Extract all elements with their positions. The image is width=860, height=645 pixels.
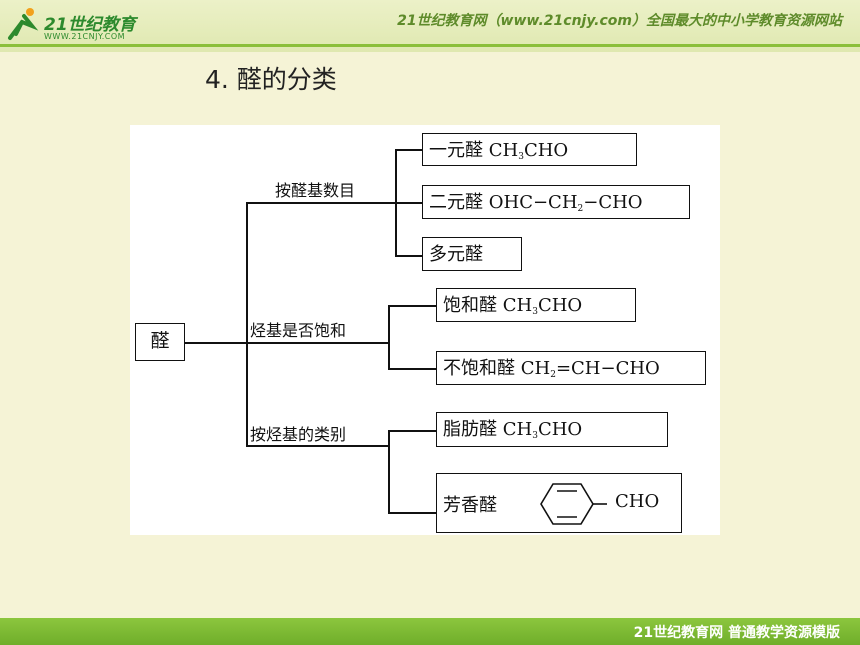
fork-1-tick-2 [395,202,422,204]
formula-part: −CHO [583,192,643,213]
formula-subscript: 3 [532,431,538,441]
formula-part: CH [520,358,551,379]
fork-1-tick-1 [395,149,422,151]
leaf-dialdehyde-formula: OHC−CH2−CHO [488,192,643,214]
leaf-aliphatic-aldehyde-name: 脂肪醛 [443,419,497,440]
header-rule [0,44,860,47]
header-title: 21世纪教育网（www.21cnjy.com）全国最大的中小学教育资源网站 [397,13,842,29]
leaf-aliphatic-aldehyde-formula: CH3CHO [502,419,583,441]
branch-line-1 [246,202,396,204]
leaf-dialdehyde: 二元醛 OHC−CH2−CHO [422,185,690,219]
benzene-ring-icon [540,483,607,525]
leaf-polyaldehyde: 多元醛 [422,237,522,271]
footer-text: 21世纪教育网 普通教学资源模版 [633,625,840,641]
leaf-saturated-aldehyde-formula: CH3CHO [502,295,583,317]
branch-label-hydrocarbon-type: 按烃基的类别 [250,425,347,444]
formula-part: CHO [537,295,583,316]
branch-line-3 [246,445,388,447]
leaf-dialdehyde-name: 二元醛 [429,192,483,213]
leaf-unsaturated-aldehyde-formula: CH2=CH−CHO [520,358,660,380]
leaf-monoaldehyde-name: 一元醛 [429,140,483,161]
root-connector [185,342,247,344]
fork-3-tick-2 [388,512,436,514]
leaf-unsaturated-aldehyde: 不饱和醛 CH2=CH−CHO [436,351,706,385]
formula-subscript: 3 [518,152,524,162]
leaf-saturated-aldehyde-name: 饱和醛 [443,295,497,316]
main-trunk [246,202,248,445]
fork-1-stub [380,202,396,204]
page-footer: 21世纪教育网 普通教学资源模版 [0,618,860,645]
formula-subscript: 2 [550,370,556,380]
formula-part: CHO [537,419,583,440]
formula-part: CH [502,419,533,440]
root-node: 醛 [135,323,185,361]
fork-2-tick-2 [388,368,436,370]
leaf-unsaturated-aldehyde-name: 不饱和醛 [443,358,515,379]
logo-subtitle: WWW.21CNJY.COM [44,32,126,41]
leaf-aromatic-aldehyde: 芳香醛 CHO [436,473,682,533]
fork-1-tick-3 [395,255,422,257]
runner-logo-icon [8,8,39,40]
slide-title: 4. 醛的分类 [205,65,337,94]
formula-subscript: 3 [532,307,538,317]
formula-part: =CH−CHO [555,358,660,379]
leaf-saturated-aldehyde: 饱和醛 CH3CHO [436,288,636,322]
formula-part: CH [502,295,533,316]
leaf-monoaldehyde-formula: CH3CHO [488,140,569,162]
formula-subscript: 2 [577,204,584,214]
formula-part: CHO [523,140,569,161]
classification-diagram: 醛 按醛基数目 烃基是否饱和 按烃基的类别 一元醛 CH3CHO 二元醛 OHC… [130,125,720,535]
leaf-monoaldehyde: 一元醛 CH3CHO [422,133,637,166]
branch-label-aldehyde-count: 按醛基数目 [275,181,356,200]
leaf-aliphatic-aldehyde: 脂肪醛 CH3CHO [436,412,668,447]
leaf-aromatic-aldehyde-name: 芳香醛 [443,495,497,516]
leaf-polyaldehyde-name: 多元醛 [429,244,483,265]
branch-line-2 [246,342,388,344]
branch-label-saturation: 烃基是否饱和 [250,321,347,340]
fork-3-tick-1 [388,430,436,432]
leaf-aromatic-aldehyde-formula: CHO [615,491,660,512]
site-logo[interactable]: 21世纪教育 WWW.21CNJY.COM [4,4,144,44]
fork-3-vertical [388,430,390,512]
formula-part: OHC−CH [488,192,578,213]
fork-2-tick-1 [388,305,436,307]
fork-2-vertical [388,305,390,368]
logo-text: 21世纪教育 [44,15,136,35]
formula-part: CH [488,140,519,161]
root-node-label: 醛 [150,330,170,352]
page-header: 21世纪教育 WWW.21CNJY.COM 21世纪教育网（www.21cnjy… [0,0,860,52]
